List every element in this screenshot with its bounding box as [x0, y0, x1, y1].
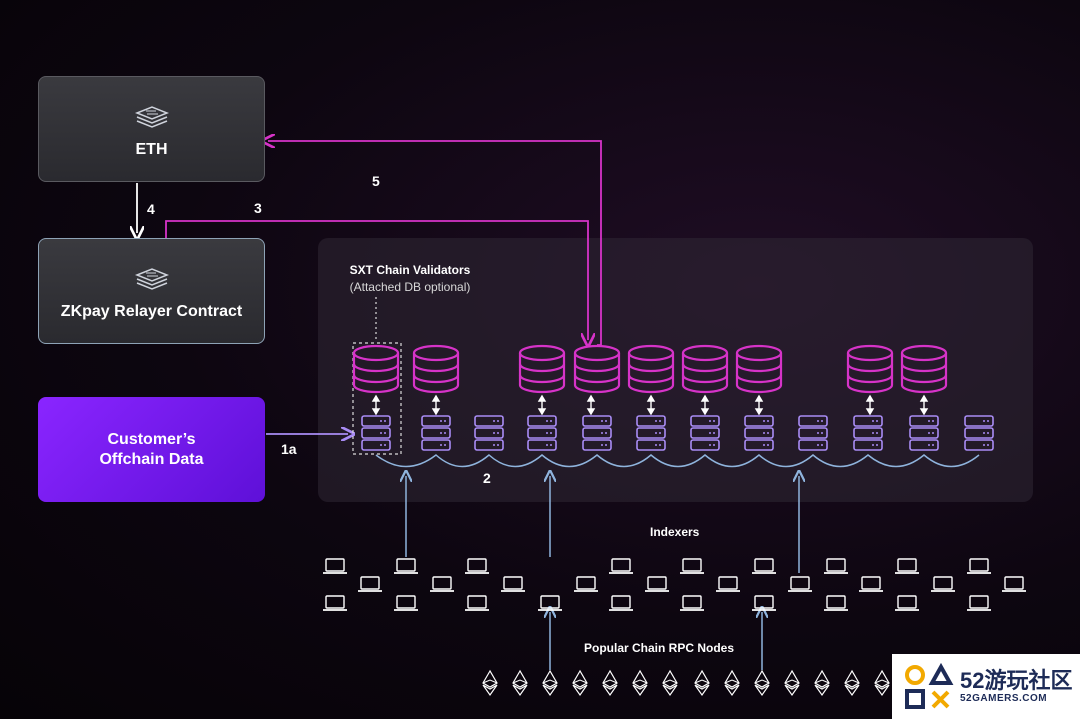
watermark-main-text: 52游玩社区	[960, 668, 1073, 693]
validator-selection	[352, 342, 402, 455]
step-3: 3	[254, 200, 262, 216]
step-5: 5	[372, 173, 380, 189]
arrow-5	[268, 141, 602, 346]
watermark-logo: 52游玩社区 52GAMERS.COM	[892, 654, 1080, 719]
server-icon	[361, 415, 994, 451]
step-2: 2	[483, 470, 491, 486]
eth-box: ETH	[38, 76, 265, 182]
eth-label: ETH	[135, 141, 168, 158]
arrow-3	[165, 220, 588, 340]
step-4: 4	[147, 201, 155, 217]
rpc-nodes-label: Popular Chain RPC Nodes	[584, 641, 735, 655]
customer-label-line1: Customer’s	[107, 430, 196, 448]
validators-title: SXT Chain Validators	[349, 263, 471, 277]
document-stack-icon	[134, 106, 169, 128]
watermark-sub-text: 52GAMERS.COM	[960, 693, 1048, 704]
zkpay-box: ZKpay Relayer Contract	[38, 238, 265, 344]
customer-data-box: Customer’s Offchain Data	[38, 397, 265, 502]
game-buttons-icon	[905, 662, 954, 709]
document-stack-icon	[134, 268, 169, 290]
step-1a: 1a	[281, 441, 297, 457]
laptop-icon	[322, 558, 1027, 611]
customer-label-line2: Offchain Data	[99, 450, 204, 468]
validators-subtitle: (Attached DB optional)	[349, 280, 471, 294]
db-icon	[352, 344, 948, 394]
zkpay-label: ZKpay Relayer Contract	[60, 303, 243, 320]
eth-node-icon	[482, 670, 890, 696]
p2p-arcs	[375, 454, 980, 468]
indexers-label: Indexers	[650, 525, 700, 539]
db-server-links	[371, 394, 929, 416]
